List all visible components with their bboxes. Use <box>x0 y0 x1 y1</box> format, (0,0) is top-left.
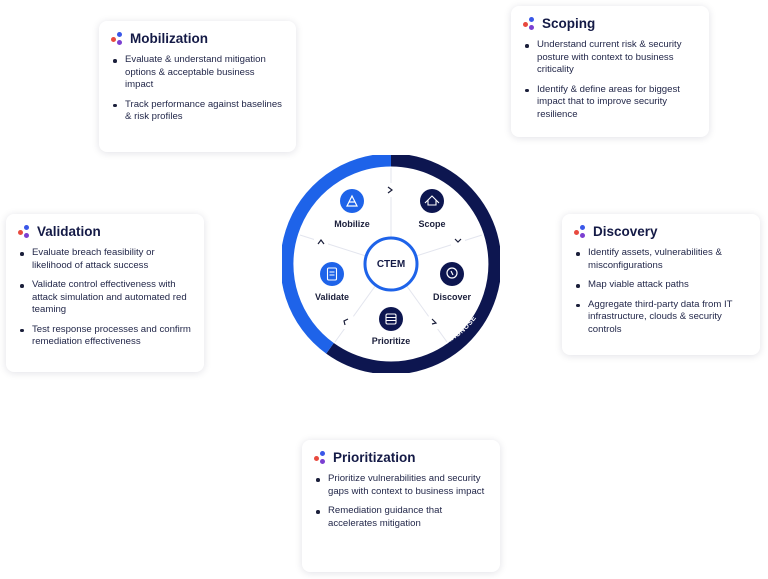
segment-discover-label: Discover <box>433 292 472 302</box>
validate-icon <box>320 262 344 286</box>
center-ring <box>363 236 419 292</box>
brand-dots-icon <box>111 31 124 46</box>
segment-prioritize: Prioritize <box>372 307 411 346</box>
prioritization-bullet: Remediation guidance that accelerates mi… <box>314 505 488 530</box>
discovery-bullet: Map viable attack paths <box>574 279 748 292</box>
brand-dots-icon <box>574 224 587 239</box>
discovery-card: Discovery Identify assets, vulnerabiliti… <box>562 214 760 355</box>
mobilization-card: Mobilization Evaluate & understand mitig… <box>99 21 296 152</box>
mobilization-bullet: Evaluate & understand mitigation options… <box>111 54 284 92</box>
brand-dots-icon <box>314 450 327 465</box>
chevron-down-icon <box>454 238 462 243</box>
validation-bullet: Evaluate breach feasibility or likelihoo… <box>18 247 192 272</box>
scoping-title: Scoping <box>542 16 596 31</box>
discovery-title: Discovery <box>593 224 658 239</box>
validation-bullet: Test response processes and confirm reme… <box>18 324 192 349</box>
scoping-bullet: Understand current risk & security postu… <box>523 39 697 77</box>
segment-discover: Discover <box>433 262 472 302</box>
mobilization-title: Mobilization <box>130 31 208 46</box>
brand-dots-icon <box>523 16 536 31</box>
segment-prioritize-label: Prioritize <box>372 336 411 346</box>
center-label: CTEM <box>377 259 405 270</box>
validation-bullet: Validate control effectiveness with atta… <box>18 279 192 317</box>
action-arc <box>282 155 392 354</box>
prioritize-icon <box>379 307 403 331</box>
chevron-left-icon <box>343 318 349 326</box>
scoping-card: Scoping Understand current risk & securi… <box>511 6 709 137</box>
prioritization-title: Prioritization <box>333 450 416 465</box>
segment-scope: Scope <box>418 189 446 229</box>
discovery-bullet: Identify assets, vulnerabilities & misco… <box>574 247 748 272</box>
chevron-down-left-icon <box>431 318 438 325</box>
diagnose-arc <box>326 155 500 373</box>
chevron-right-icon <box>387 186 393 194</box>
ctem-wheel: ACTION DIAGNOSE CTEM Mobilize Scope <box>282 155 500 373</box>
brand-dots-icon <box>18 224 31 239</box>
flow-arrows <box>314 183 465 329</box>
segment-validate: Validate <box>315 262 349 302</box>
segment-validate-label: Validate <box>315 292 349 302</box>
discovery-bullet: Aggregate third-party data from IT infra… <box>574 299 748 337</box>
scoping-bullet: Identify & define areas for biggest impa… <box>523 84 697 122</box>
validation-card: Validation Evaluate breach feasibility o… <box>6 214 204 372</box>
segment-mobilize: Mobilize <box>334 189 370 229</box>
mobilize-icon <box>340 189 364 213</box>
mobilization-bullet: Track performance against baselines & ri… <box>111 99 284 124</box>
validation-title: Validation <box>37 224 101 239</box>
scope-icon <box>420 189 444 213</box>
prioritization-bullet: Prioritize vulnerabilities and security … <box>314 473 488 498</box>
segment-mobilize-label: Mobilize <box>334 219 370 229</box>
chevron-up-icon <box>317 239 325 245</box>
prioritization-card: Prioritization Prioritize vulnerabilitie… <box>302 440 500 572</box>
segment-scope-label: Scope <box>418 219 445 229</box>
